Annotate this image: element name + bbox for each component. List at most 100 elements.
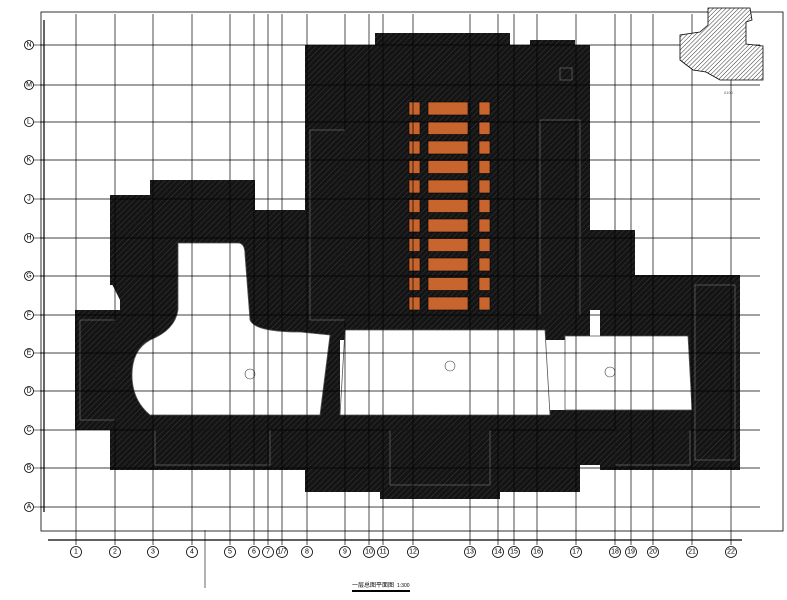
column-bubble <box>186 546 198 558</box>
drawing-frame <box>40 11 784 532</box>
column-label: 20 <box>649 549 657 556</box>
column-bubble <box>725 546 737 558</box>
column-label: 4 <box>190 549 194 556</box>
column-bubble <box>147 546 159 558</box>
building-footprint <box>75 33 740 499</box>
row-bubble <box>24 425 34 435</box>
hall-tile <box>478 140 491 155</box>
row-label: N <box>26 42 31 49</box>
column-label: 11 <box>379 549 386 556</box>
column-bubble <box>339 546 351 558</box>
key-plan-note: 0100 <box>724 90 733 95</box>
column-bubble <box>625 546 637 558</box>
column-bubble <box>363 546 375 558</box>
hall-tile <box>478 218 491 233</box>
column-bubble <box>686 546 698 558</box>
column-label: 8 <box>305 549 309 556</box>
courtyards <box>131 242 693 416</box>
hall-tile <box>478 160 491 174</box>
row-label: J <box>27 196 31 203</box>
hall-tile <box>427 179 469 194</box>
hall-tile <box>408 179 421 194</box>
row-bubble <box>24 386 34 396</box>
hall-tile <box>478 277 491 291</box>
column-bubble <box>508 546 520 558</box>
column-label: 21 <box>688 549 696 556</box>
hall-tile <box>427 238 469 252</box>
column-label: 12 <box>409 549 417 556</box>
column-bubble <box>570 546 582 558</box>
column-bubble <box>301 546 313 558</box>
drawing-scale: 1:300 <box>397 583 410 589</box>
column-label: 14 <box>494 549 502 556</box>
row-bubble <box>24 40 34 50</box>
column-label: 1 <box>74 549 78 556</box>
hall-tile <box>478 121 491 135</box>
row-label: M <box>26 82 32 89</box>
row-bubble <box>24 348 34 358</box>
row-label: E <box>27 350 32 357</box>
row-label: F <box>27 312 31 319</box>
column-bubble <box>377 546 389 558</box>
column-bubble <box>109 546 121 558</box>
row-label: C <box>26 427 31 434</box>
central-hall-tiles <box>408 101 491 311</box>
row-bubble <box>24 155 34 165</box>
row-label: G <box>26 273 31 280</box>
column-bubble <box>407 546 419 558</box>
hall-tile <box>427 296 469 311</box>
hall-tile <box>427 257 469 272</box>
row-bubble <box>24 194 34 204</box>
column-bubble <box>248 546 260 558</box>
row-label: D <box>26 388 31 395</box>
column-bubble <box>276 546 288 558</box>
column-bubble <box>224 546 236 558</box>
hall-tile <box>408 238 421 252</box>
row-bubble <box>24 80 34 90</box>
courtyard-east <box>564 335 693 411</box>
row-label: L <box>27 119 31 126</box>
column-label: 3 <box>151 549 155 556</box>
row-label: B <box>27 465 32 472</box>
hall-tile <box>427 277 469 291</box>
column-bubble <box>609 546 621 558</box>
column-label: 18 <box>611 549 619 556</box>
column-label: 19 <box>627 549 635 556</box>
drawing-title-text: 一层总图平面图 <box>352 583 395 589</box>
column-label: 15 <box>510 549 518 556</box>
hall-tile <box>408 140 421 155</box>
hall-tile <box>427 218 469 233</box>
hall-tile <box>408 101 421 116</box>
column-label: 17 <box>572 549 580 556</box>
row-bubble <box>24 463 34 473</box>
row-label: A <box>27 504 32 511</box>
hall-tile <box>478 179 491 194</box>
row-bubble <box>24 233 34 243</box>
hall-tile <box>478 257 491 272</box>
structural-grid <box>40 14 760 545</box>
column-label: 22 <box>727 549 735 556</box>
hall-tile <box>408 296 421 311</box>
hall-tile <box>478 199 491 213</box>
column-label: 5 <box>228 549 232 556</box>
column-label: 10 <box>365 549 373 556</box>
row-label: H <box>26 235 31 242</box>
courtyard-west <box>131 242 331 416</box>
hall-tile <box>408 218 421 233</box>
hall-tile <box>408 160 421 174</box>
column-bubble <box>262 546 274 558</box>
column-label: 13 <box>466 549 474 556</box>
courtyard-central <box>339 329 551 416</box>
hall-tile <box>427 121 469 135</box>
column-bubble <box>492 546 504 558</box>
hall-tile <box>427 101 469 116</box>
column-bubble <box>70 546 82 558</box>
key-plan <box>679 7 764 81</box>
column-label: 1/7 <box>277 549 287 556</box>
column-bubble <box>531 546 543 558</box>
hall-tile <box>478 296 491 311</box>
hall-tile <box>408 277 421 291</box>
column-bubble <box>647 546 659 558</box>
